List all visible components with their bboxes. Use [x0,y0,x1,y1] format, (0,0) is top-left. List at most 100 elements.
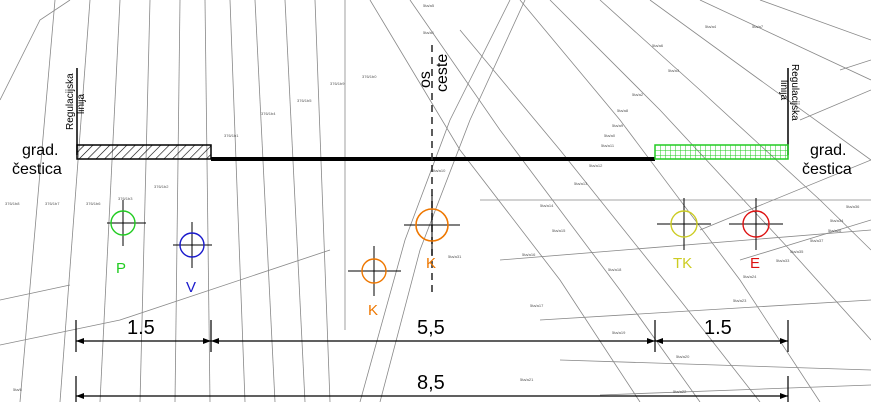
parcel-boundary [409,0,701,403]
road-axis-label-line2: ceste [434,54,451,92]
utility-p-label: P [116,260,126,277]
parcel-number: 5ta/a23 [733,298,747,303]
parcel-boundary [559,359,871,371]
parcel-boundary [459,29,761,403]
dimension-lines [75,320,789,402]
parcel-number: 5ta/a33 [776,258,790,263]
parcel-number: 5ta/a4 [705,24,717,29]
parcel-number: 5ta/a2 [632,92,644,97]
left-verge-hatched [76,144,212,160]
parcel-number: 376/1b2 [154,184,169,189]
parcel-number: 5ta/a36 [846,204,860,209]
parcel-boundary [599,0,871,251]
left-plot-label-line1: grad. [22,142,58,159]
utility-p: P [107,200,146,277]
parcel-number: 5ta/a19 [612,330,626,335]
right-regulation-label-line2: linija [778,80,789,100]
right-verge-width: 1.5 [704,317,732,339]
parcel-number: 5ta/a34 [830,218,844,223]
right-verge-green [654,144,789,160]
utility-v-label: V [186,279,196,296]
parcel-boundary [499,229,871,261]
parcel-boundary [0,0,71,101]
parcel-number: 5ta/a6 [652,43,664,48]
parcel-number: 5ta/a1 [423,30,435,35]
total-width: 8,5 [417,372,445,394]
left-plot-label-line2: čestica [12,161,62,178]
parcel-number: 5ta/a16 [522,252,536,257]
parcel-number: 5ta/a17 [530,303,544,308]
utility-k-main-circle [415,208,449,242]
parcel-number: 376/1b6 [86,201,101,206]
parcel-boundary [254,0,276,403]
parcel-boundary [759,0,871,41]
utility-k-secondary-circle [361,258,387,284]
parcel-boundary [369,0,641,403]
parcel-number: 376/1b1 [224,133,239,138]
utility-tk-circle [670,210,698,238]
parcel-boundary [799,89,871,121]
parcel-number: 5ta/a24 [743,274,757,279]
utility-p-circle [110,210,136,236]
utility-v-circle [179,232,205,258]
road-axis-label: os ceste [417,54,451,92]
parcel-number: 376/1b5 [297,98,312,103]
utility-e-label: E [750,255,760,272]
road-axis-label-line1: os [417,71,434,88]
left-regulation-label-line2: linija [76,94,87,114]
parcel-boundary [99,0,121,403]
parcel-number: 5ta/a35 [790,249,804,254]
utility-e: E [729,198,783,272]
left-regulation-label: Regulacijska linija [65,73,87,130]
parcel-number: 5ta/a0 [604,133,616,138]
parcel-boundary [699,0,871,81]
parcel-boundary [0,249,331,346]
utility-k-main: K [404,195,460,272]
parcel-number: 5ta/a5 [423,3,435,8]
parcel-number: 376/1b9 [330,81,345,86]
parcel-boundary [284,0,306,403]
parcel-number: 5ta/a13 [574,181,588,186]
parcel-boundary [0,284,71,301]
parcel-boundary [739,219,871,261]
parcel-number: 376/1b4 [261,111,276,116]
right-plot-label-line1: grad. [810,142,846,159]
right-plot-label-line2: čestica [802,161,852,178]
parcel-boundary [699,159,871,231]
parcel-number: 376/1b3 [118,196,133,201]
parcel-number: 376/1b7 [45,201,60,206]
left-regulation-label-line1: Regulacijska [65,73,76,130]
parcel-number: 5ta/6 [13,387,23,392]
parcel-boundary [174,0,181,403]
parcel-number: 376/1b8 [5,201,20,206]
utility-symbols: P V K K TK E [107,195,783,319]
left-verge-width: 1.5 [127,317,155,339]
parcel-number: 5ta/a14 [540,203,554,208]
road-boundary [379,0,526,403]
utility-v: V [173,222,212,296]
parcel-boundary [599,384,871,396]
parcel-number: 5ta/a21 [520,377,534,382]
parcel-number: 5ta/a3 [668,68,680,73]
parcel-number: 5ta/a31 [448,254,462,259]
parcel-boundary [649,0,871,161]
parcel-number: 5ta/a22 [673,389,687,394]
parcel-boundary [539,299,871,321]
utility-k-secondary-label: K [368,302,378,319]
parcel-number: 5ta/a8 [617,108,629,113]
utility-k-main-label: K [426,255,436,272]
parcel-number: 5ta/a12 [589,163,603,168]
parcel-number: 5ta/a18 [608,267,622,272]
utility-tk-label: TK [673,255,692,272]
parcel-number: 5ta/a26 [828,228,842,233]
parcel-boundary [229,0,246,403]
carriageway-width: 5,5 [417,317,445,339]
parcel-number: 5ta/a9 [612,123,624,128]
parcel-number: 5ta/a11 [601,143,615,148]
parcel-boundary [549,0,871,341]
utility-tk: TK [657,198,711,272]
parcel-number-labels: 5ta/a5 5ta/a1 5ta/a6 5ta/a4 5ta/a7 5ta/a… [5,3,860,394]
parcel-number: 5ta/a37 [810,238,824,243]
